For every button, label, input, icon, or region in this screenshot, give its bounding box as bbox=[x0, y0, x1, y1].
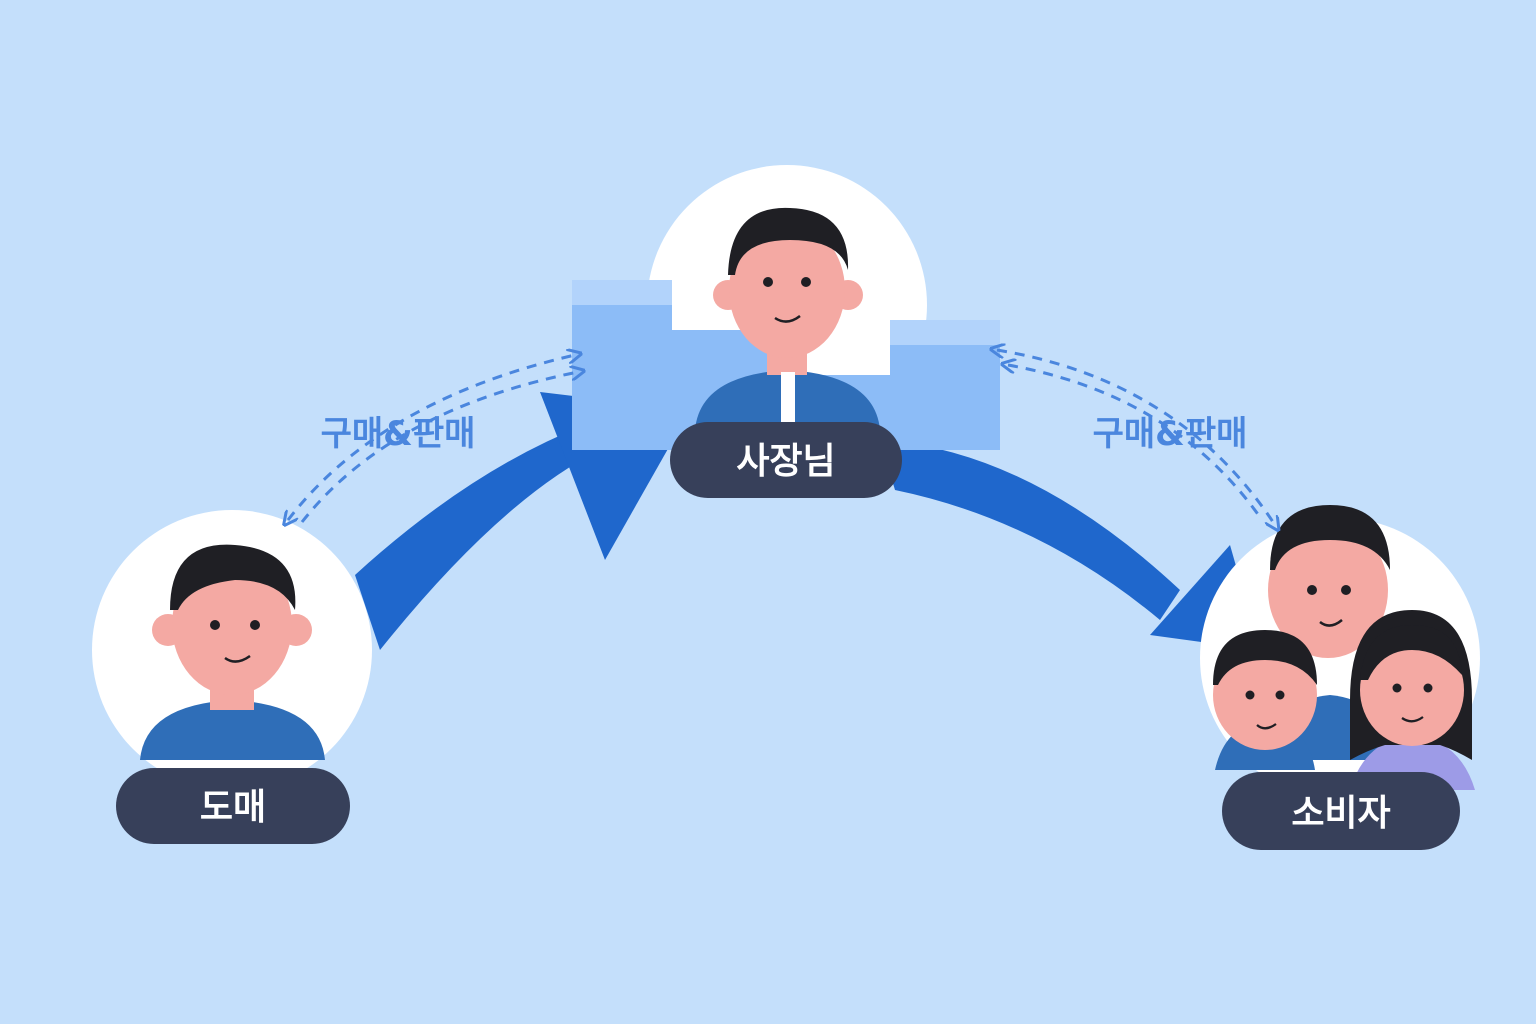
big-arrow-right bbox=[880, 440, 1260, 650]
consumer-node: 소비자 bbox=[1200, 505, 1480, 850]
dashed-flow-left: 구매&판매 bbox=[288, 355, 578, 522]
family-icon bbox=[1213, 505, 1475, 790]
owner-node: 사장님 bbox=[572, 165, 1000, 498]
consumer-label-pill: 소비자 bbox=[1222, 772, 1460, 850]
dashed-flow-right: 구매&판매 bbox=[997, 350, 1275, 525]
person-icon bbox=[140, 544, 325, 760]
person-icon bbox=[695, 207, 880, 430]
wholesale-label-pill: 도매 bbox=[116, 768, 350, 844]
owner-label-pill: 사장님 bbox=[670, 422, 902, 498]
right-flow-label: 구매&판매 bbox=[1093, 414, 1248, 454]
wholesale-node: 도매 bbox=[92, 510, 372, 844]
left-flow-label: 구매&판매 bbox=[321, 414, 476, 454]
owner-label: 사장님 bbox=[736, 441, 835, 482]
consumer-label: 소비자 bbox=[1291, 793, 1390, 834]
wholesale-label: 도매 bbox=[200, 787, 266, 828]
